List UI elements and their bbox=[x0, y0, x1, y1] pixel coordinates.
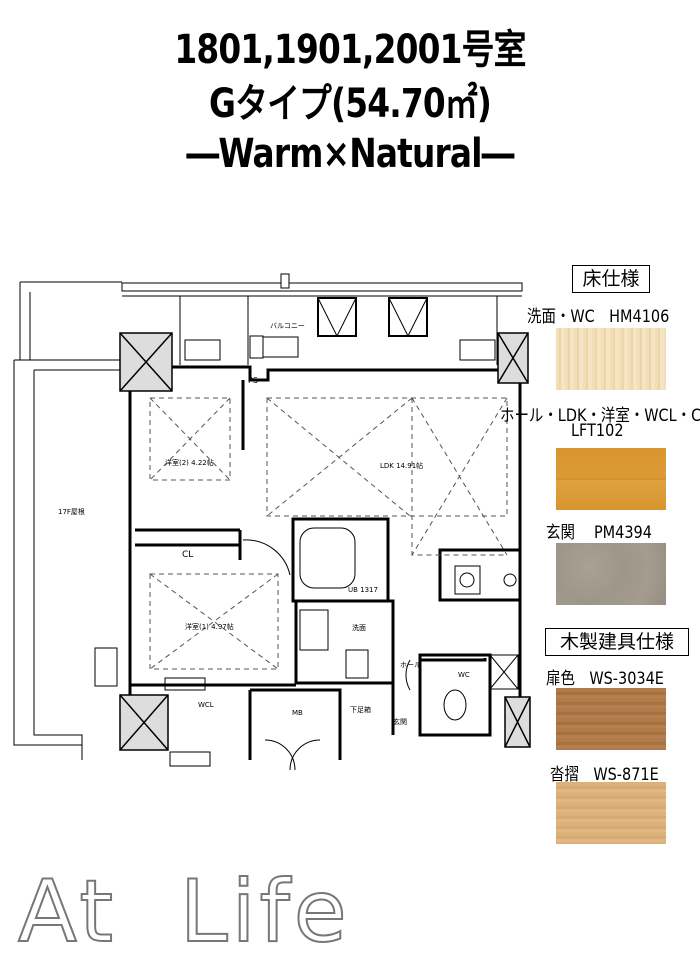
floor-swatch-lft102 bbox=[556, 448, 666, 510]
floor-plan: バルコニー PS 洋室(2) 4.22帖 LDK 14.91帖 17F屋根 CL… bbox=[13, 273, 531, 771]
door-spec-label-1: 扉色 WS-3034E bbox=[546, 669, 664, 689]
color-scheme-title: ―Warm×Natural― bbox=[186, 131, 514, 177]
floor-spec-label-3: 玄関 PM4394 bbox=[546, 523, 652, 543]
wcl-label: WCL bbox=[198, 701, 214, 709]
balcony bbox=[121, 273, 523, 365]
columns bbox=[119, 332, 531, 751]
shoebox-label: 下足箱 bbox=[350, 705, 371, 714]
mb-label: MB bbox=[292, 709, 303, 717]
floor-spec-label-1: 洗面・WC HM4106 bbox=[527, 307, 670, 327]
thin-lines bbox=[94, 527, 519, 771]
unit-numbers-title: 1801,1901,2001号室 bbox=[174, 27, 526, 73]
roof-label: 17F屋根 bbox=[58, 507, 85, 516]
ps-label: PS bbox=[248, 376, 258, 385]
walls bbox=[128, 365, 522, 760]
balcony-label: バルコニー bbox=[270, 322, 305, 330]
floor-swatch-pm4394 bbox=[556, 543, 666, 605]
brand-logo: At Life bbox=[17, 861, 351, 962]
floor-spec-heading: 床仕様 bbox=[572, 265, 650, 293]
floor-swatch-hm4106 bbox=[556, 328, 666, 390]
washroom-label: 洗面 bbox=[352, 623, 366, 632]
western-room-1-label: 洋室(1) 4.97帖 bbox=[185, 622, 234, 631]
floor-spec-code-2: LFT102 bbox=[571, 421, 624, 441]
ub-label: UB 1317 bbox=[348, 586, 378, 594]
door-swatch-ws3034e bbox=[556, 688, 666, 750]
ceiling-markers bbox=[149, 397, 508, 670]
entrance-label: 玄関 bbox=[393, 717, 407, 726]
western-room-2-label: 洋室(2) 4.22帖 bbox=[165, 458, 214, 467]
wc-label: WC bbox=[458, 671, 470, 679]
threshold-swatch-ws871e bbox=[556, 782, 666, 844]
ldk-label: LDK 14.91帖 bbox=[380, 461, 423, 470]
hall-label: ホール bbox=[400, 661, 421, 669]
floor-spec-label-2: ホール・LDK・洋室・WCL・CL bbox=[500, 406, 700, 426]
unit-type-title: Gタイプ(54.70㎡) bbox=[208, 81, 492, 127]
door-spec-heading: 木製建具仕様 bbox=[545, 628, 689, 656]
cl-label: CL bbox=[182, 550, 193, 560]
door-spec-label-2: 沓摺 WS-871E bbox=[550, 765, 659, 785]
roof-outline bbox=[13, 281, 122, 760]
